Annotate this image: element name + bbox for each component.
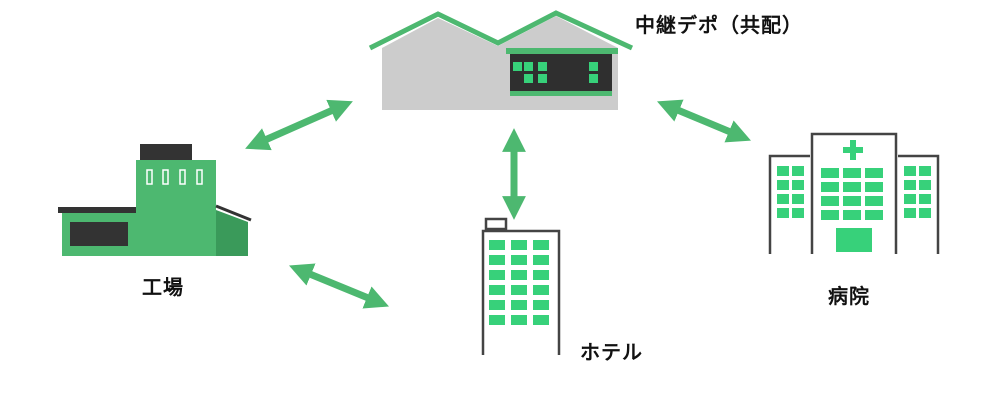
window xyxy=(777,194,789,204)
window xyxy=(533,240,549,250)
hotel-label: ホテル xyxy=(580,340,643,364)
window xyxy=(821,168,839,178)
window xyxy=(919,208,931,218)
window xyxy=(865,168,883,178)
window xyxy=(821,182,839,192)
hospital-label: 病院 xyxy=(828,284,870,308)
warehouse-icon xyxy=(368,10,634,110)
window xyxy=(843,168,861,178)
window xyxy=(792,166,804,176)
window xyxy=(777,166,789,176)
window xyxy=(533,255,549,265)
window xyxy=(792,208,804,218)
window xyxy=(533,270,549,280)
depot-label: 中継デポ（共配） xyxy=(635,13,803,37)
window xyxy=(533,300,549,310)
window xyxy=(489,285,505,295)
window xyxy=(843,182,861,192)
window xyxy=(919,194,931,204)
window xyxy=(904,208,916,218)
window xyxy=(821,210,839,220)
window xyxy=(865,196,883,206)
window xyxy=(777,180,789,190)
arrow-factory-depot xyxy=(245,99,353,151)
window xyxy=(865,182,883,192)
window xyxy=(843,196,861,206)
window xyxy=(792,194,804,204)
window xyxy=(511,240,527,250)
window xyxy=(904,194,916,204)
factory-label: 工場 xyxy=(142,275,184,299)
window xyxy=(511,300,527,310)
window xyxy=(489,270,505,280)
window xyxy=(777,208,789,218)
window xyxy=(865,210,883,220)
arrow-depot-hospital xyxy=(657,99,751,143)
window xyxy=(904,180,916,190)
window xyxy=(919,180,931,190)
arrow-factory-hotel xyxy=(288,263,390,309)
window xyxy=(533,285,549,295)
window xyxy=(489,240,505,250)
window xyxy=(792,180,804,190)
window xyxy=(511,285,527,295)
window xyxy=(843,210,861,220)
hospital-icon xyxy=(768,132,940,254)
window xyxy=(533,315,549,325)
window xyxy=(489,255,505,265)
window xyxy=(511,270,527,280)
factory-icon xyxy=(58,144,252,256)
window xyxy=(489,315,505,325)
window xyxy=(511,315,527,325)
hotel-building-icon xyxy=(481,217,561,355)
window xyxy=(489,300,505,310)
window xyxy=(821,196,839,206)
window xyxy=(511,255,527,265)
window xyxy=(919,166,931,176)
window xyxy=(904,166,916,176)
